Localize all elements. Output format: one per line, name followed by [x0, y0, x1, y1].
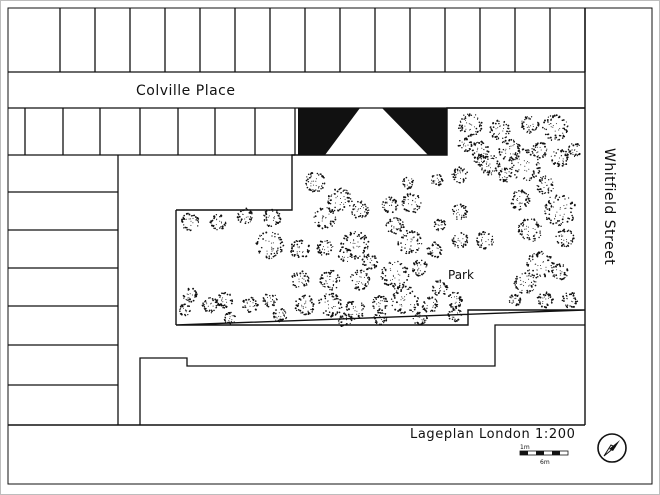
tree-canopy	[508, 293, 522, 307]
tree-canopy	[182, 287, 198, 303]
tree-canopy	[457, 137, 473, 153]
tree-canopy	[381, 196, 399, 214]
tree-canopy	[294, 294, 315, 316]
tree-canopy	[380, 260, 410, 290]
tree-canopy	[447, 291, 463, 308]
tree-canopy	[473, 153, 487, 167]
tree-canopy	[536, 175, 554, 195]
tree-canopy	[451, 232, 469, 249]
tree-canopy	[349, 269, 371, 291]
tree-canopy	[337, 247, 353, 262]
tree-canopy	[209, 214, 227, 231]
tree-canopy	[313, 207, 337, 230]
tree-canopy	[555, 228, 575, 248]
tree-canopy	[402, 176, 414, 190]
tree-canopy	[361, 253, 379, 271]
tree-canopy	[401, 192, 422, 214]
tree-canopy	[236, 207, 253, 225]
tree-canopy	[373, 311, 388, 326]
tree-canopy	[433, 218, 447, 232]
tree-canopy	[498, 138, 521, 162]
tree-canopy	[544, 194, 576, 227]
tree-canopy	[451, 166, 469, 184]
tree-canopy	[181, 212, 200, 232]
tree-canopy	[216, 291, 234, 309]
tree-canopy	[498, 167, 513, 183]
solid-building	[298, 108, 447, 155]
tree-canopy	[179, 303, 191, 317]
tree-canopy	[397, 229, 423, 255]
tree-canopy	[223, 311, 236, 325]
tree-canopy	[318, 292, 343, 318]
tree-canopy	[242, 296, 259, 313]
tree-canopy	[513, 272, 537, 294]
park-label: Park	[448, 268, 474, 282]
tree-canopy	[290, 239, 311, 258]
plan-title: Lageplan London 1:200	[410, 427, 576, 442]
middle-building-row	[8, 107, 585, 156]
tree-canopy	[509, 148, 541, 182]
tree-canopy	[412, 311, 428, 326]
scale-bar: 1m 6m	[519, 444, 569, 466]
tree-canopy	[541, 114, 569, 142]
tree-canopy	[337, 312, 353, 328]
tree-canopy	[457, 113, 483, 138]
tree-canopy	[351, 200, 370, 219]
tree-canopy	[385, 217, 405, 235]
tree-canopy	[517, 218, 542, 242]
tree-canopy	[372, 295, 389, 312]
tree-canopy	[421, 296, 439, 313]
tree-canopy	[255, 231, 285, 260]
tree-canopy	[536, 291, 554, 309]
tree-canopy	[489, 119, 511, 141]
tree-canopy	[340, 231, 370, 260]
tree-canopy	[327, 187, 353, 212]
tree-canopy	[426, 241, 443, 259]
tree-canopy	[411, 259, 428, 277]
tree-canopy	[561, 292, 579, 309]
scale-label: 6m	[540, 459, 550, 466]
tree-canopy	[291, 270, 310, 288]
tree-canopy	[551, 263, 569, 281]
street-label-whitfield-street: Whitfield Street	[601, 148, 617, 265]
scale-tick-label: 1m	[520, 444, 530, 451]
tree-canopy	[390, 285, 419, 314]
tree-canopy	[430, 174, 444, 187]
tree-canopy	[526, 250, 555, 279]
park-trees	[179, 113, 581, 328]
tree-canopy	[567, 143, 581, 158]
tree-canopy	[451, 203, 469, 220]
tree-canopy	[476, 230, 494, 250]
tree-canopy	[305, 172, 326, 193]
tree-canopy	[480, 155, 501, 176]
drawing-border	[7, 7, 653, 485]
left-building-column	[8, 155, 119, 425]
tree-canopy	[550, 148, 569, 168]
compass-icon	[597, 433, 627, 463]
tree-canopy	[316, 240, 334, 256]
tree-canopy	[520, 116, 540, 134]
tree-canopy	[510, 189, 531, 211]
tree-canopy	[431, 279, 449, 296]
tree-canopy	[447, 307, 463, 323]
tree-canopy	[272, 308, 288, 323]
tree-canopy	[201, 297, 219, 314]
tree-canopy	[263, 208, 282, 228]
courtyard-building	[139, 324, 585, 425]
street-label-colville-place: Colville Place	[136, 83, 235, 99]
tree-canopy	[319, 269, 341, 291]
tree-canopy	[262, 293, 278, 308]
